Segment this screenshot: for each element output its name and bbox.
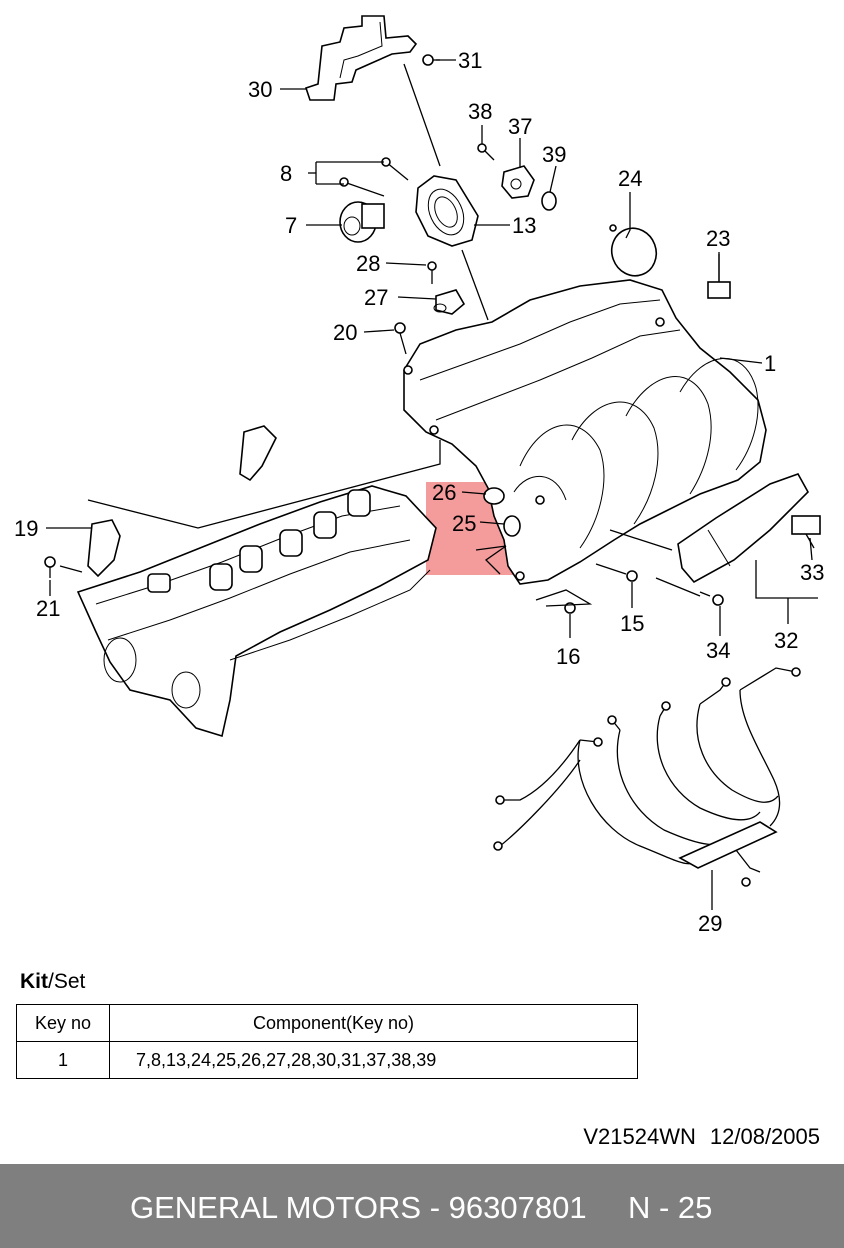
- footer-page-number: N - 25: [628, 1190, 713, 1225]
- bracket-30-drawing: [304, 15, 418, 101]
- seal-25-drawing: [503, 515, 521, 537]
- callout-label: 30: [248, 77, 272, 102]
- callout-label: 7: [285, 213, 297, 238]
- callout-label: 19: [14, 516, 38, 541]
- leader-lines: [46, 59, 818, 910]
- part-27-drawing: [433, 289, 466, 315]
- callout-label: 15: [620, 611, 644, 636]
- kit-table-header-row: Key no Component(Key no): [16, 1004, 638, 1042]
- callout-label: 27: [364, 285, 388, 310]
- table-row: 1 7,8,13,24,25,26,27,28,30,31,37,38,39: [16, 1041, 638, 1079]
- callout-label: 38: [468, 99, 492, 124]
- cylinder-head-drawing: [76, 485, 437, 738]
- callout-label: 21: [36, 596, 60, 621]
- callout-label: 26: [432, 480, 456, 505]
- callout-label: 39: [542, 142, 566, 167]
- seal-39-drawing: [541, 191, 557, 211]
- bolt-34-drawing: [699, 591, 724, 606]
- drawing-reference: V21524WN 12/08/2005: [569, 1124, 820, 1150]
- shield-32-drawing: [677, 473, 809, 584]
- callout-label: 16: [556, 644, 580, 669]
- kit-row-key: 1: [16, 1041, 110, 1079]
- kit-header-key: Key no: [16, 1004, 110, 1042]
- actuator-7-drawing: [339, 201, 385, 243]
- callout-label: 13: [512, 213, 536, 238]
- parts-diagram: 30 31 38 37 39 8 24 7 13 23 28 27 20 1 2…: [14, 15, 824, 936]
- intake-manifold-1-drawing: [403, 279, 767, 585]
- kit-row-components: 7,8,13,24,25,26,27,28,30,31,37,38,39: [109, 1041, 638, 1079]
- harness-29-drawing: [493, 667, 801, 887]
- gasket-24-drawing: [609, 224, 658, 277]
- callout-label: 1: [764, 351, 776, 376]
- bolt-21-drawing: [44, 556, 56, 578]
- bracket-19-drawing: [87, 425, 277, 578]
- callout-label: 20: [333, 320, 357, 345]
- kit-title-rest: /Set: [48, 970, 86, 993]
- callout-label: 8: [280, 161, 292, 186]
- sensor-33-drawing: [791, 515, 821, 549]
- callout-label: 32: [774, 628, 798, 653]
- kit-set-title: Kit/Set: [20, 970, 85, 994]
- sensor-37-drawing: [501, 165, 535, 199]
- bolt-15-drawing: [595, 563, 638, 582]
- drawing-code: V21524WN: [583, 1124, 696, 1149]
- callout-label: 29: [698, 911, 722, 936]
- callout-label: 25: [452, 511, 476, 536]
- bolt-31-drawing: [422, 54, 440, 66]
- footer-bar: GENERAL MOTORS - 96307801 N - 25: [0, 1164, 844, 1248]
- bolt-20-drawing: [394, 322, 407, 355]
- callout-label: 34: [706, 638, 730, 663]
- callout-label: 28: [356, 251, 380, 276]
- footer-manufacturer-part: GENERAL MOTORS - 96307801: [130, 1190, 587, 1225]
- cap-26-drawing: [483, 487, 505, 505]
- callout-label: 31: [458, 48, 482, 73]
- bolts-8-drawing: [339, 157, 409, 197]
- callout-label: 37: [508, 114, 532, 139]
- bolt-38-drawing: [477, 143, 495, 161]
- kit-title-bold: Kit: [20, 970, 48, 993]
- callout-label: 23: [706, 226, 730, 251]
- kit-header-component: Component(Key no): [109, 1004, 638, 1042]
- callout-label: 24: [618, 166, 642, 191]
- callout-label: 33: [800, 560, 824, 585]
- kit-table: Key no Component(Key no) 1 7,8,13,24,25,…: [16, 1004, 638, 1079]
- bolt-28-drawing: [427, 261, 437, 284]
- callout-labels: 30 31 38 37 39 8 24 7 13 23 28 27 20 1 2…: [14, 48, 824, 936]
- throttle-body-13-drawing: [415, 175, 479, 247]
- drawing-date: 12/08/2005: [709, 1124, 820, 1149]
